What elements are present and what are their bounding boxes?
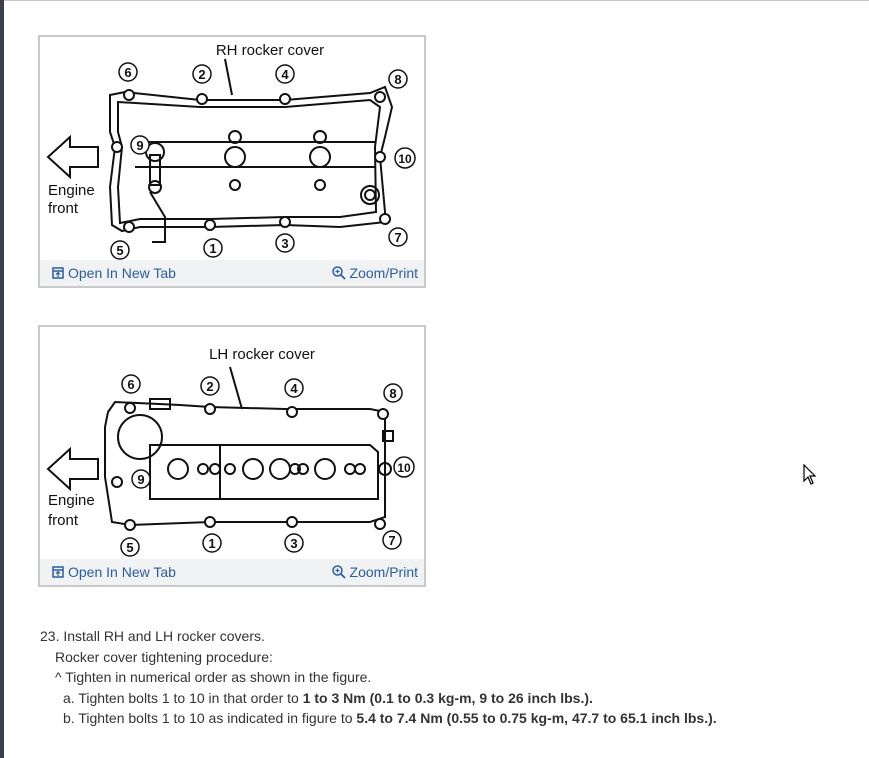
bolt-4-label: 4 — [290, 381, 298, 396]
step-a-text: a. Tighten bolts 1 to 10 in that order t… — [63, 689, 303, 706]
front-label: front — [48, 200, 79, 217]
bullet-line: ^ Tighten in numerical order as shown in… — [55, 669, 372, 685]
lh-rocker-cover-diagram: 6 2 4 8 9 10 5 1 3 7 LH rocker cover Eng… — [46, 346, 415, 557]
bolt-3-label: 3 — [281, 236, 288, 251]
zoom-print-link[interactable]: Zoom/Print — [331, 265, 418, 281]
zoom-print-link[interactable]: Zoom/Print — [331, 564, 418, 580]
open-in-new-tab-label: Open In New Tab — [68, 265, 176, 281]
open-new-tab-icon — [52, 267, 64, 279]
bolt-6-label: 6 — [127, 377, 134, 392]
bolt-6-label: 6 — [124, 65, 131, 80]
bolt-8-label: 8 — [389, 386, 396, 401]
open-in-new-tab-label: Open In New Tab — [68, 564, 176, 580]
procedure-title: Rocker cover tightening procedure: — [55, 648, 273, 665]
figure-caption: LH rocker cover — [209, 346, 315, 363]
figure-toolbar: Open In New Tab Zoom/Print — [40, 559, 424, 585]
step-b: b. Tighten bolts 1 to 10 as indicated in… — [40, 708, 717, 729]
bolt-1-label: 1 — [209, 241, 216, 256]
bolt-1-label: 1 — [208, 536, 215, 551]
bolt-10-label: 10 — [398, 152, 412, 166]
zoom-icon — [331, 266, 346, 280]
bolt-2-label: 2 — [198, 67, 205, 82]
open-in-new-tab-link[interactable]: Open In New Tab — [52, 265, 176, 281]
rh-rocker-cover-diagram: 6 2 4 8 9 10 5 1 3 7 RH rocker cover Eng… — [46, 42, 416, 260]
bolt-7-label: 7 — [394, 230, 401, 245]
figure-toolbar: Open In New Tab Zoom/Print — [40, 260, 424, 286]
engine-label: Engine — [48, 182, 95, 199]
bolt-5-label: 5 — [116, 243, 123, 258]
step-b-text: b. Tighten bolts 1 to 10 as indicated in… — [63, 710, 357, 726]
figure-caption: RH rocker cover — [216, 42, 324, 59]
bolt-9-label: 9 — [137, 472, 144, 487]
lh-rocker-cover-figure: 6 2 4 8 9 10 5 1 3 7 LH rocker cover Eng… — [38, 325, 426, 587]
bolt-2-label: 2 — [206, 379, 213, 394]
engine-label: Engine — [48, 492, 95, 509]
instructions-block: 23. Install RH and LH rocker covers. Roc… — [40, 626, 717, 729]
zoom-print-label: Zoom/Print — [349, 564, 418, 580]
step-line: 23. Install RH and LH rocker covers. — [40, 628, 265, 644]
bolt-4-label: 4 — [281, 67, 289, 82]
bolt-9-label: 9 — [136, 138, 143, 153]
step-a: a. Tighten bolts 1 to 10 in that order t… — [40, 688, 717, 709]
bolt-5-label: 5 — [126, 540, 133, 555]
step-b-torque: 5.4 to 7.4 Nm (0.55 to 0.75 kg-m, 47.7 t… — [356, 710, 717, 726]
bolt-7-label: 7 — [388, 533, 395, 548]
zoom-icon — [331, 565, 346, 579]
mouse-cursor-icon — [803, 464, 817, 485]
front-label: front — [48, 512, 79, 529]
top-border — [0, 0, 869, 1]
open-in-new-tab-link[interactable]: Open In New Tab — [52, 564, 176, 580]
open-new-tab-icon — [52, 566, 64, 578]
step-a-torque: 1 to 3 Nm (0.1 to 0.3 kg-m, 9 to 26 inch… — [302, 689, 593, 706]
zoom-print-label: Zoom/Print — [349, 265, 418, 281]
bolt-3-label: 3 — [290, 536, 297, 551]
rh-rocker-cover-figure: 6 2 4 8 9 10 5 1 3 7 RH rocker cover Eng… — [38, 35, 426, 288]
bolt-8-label: 8 — [394, 72, 401, 87]
bolt-10-label: 10 — [397, 461, 411, 475]
left-window-edge — [0, 0, 4, 758]
